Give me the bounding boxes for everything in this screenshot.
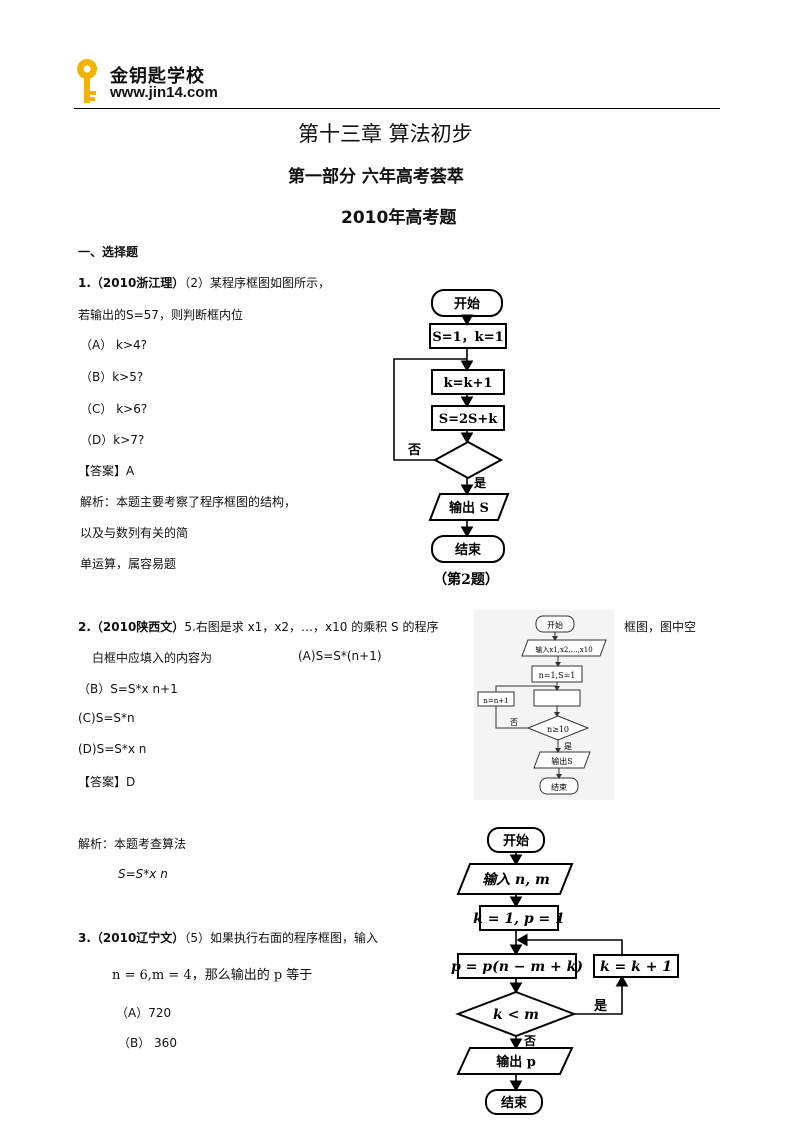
q1-stem: 1.（2010浙江理）（2）某程序框图如图所示， xyxy=(78,274,330,291)
q1-analysis-2: 以及与数列有关的简 xyxy=(80,526,189,540)
q2-option-a: (A)S=S*(n+1) xyxy=(298,649,382,663)
fig2-empty-box xyxy=(533,689,581,707)
q2-option-c: (C)S=S*n xyxy=(78,711,135,725)
q1-stem-a: （2）某程序框图如图所示， xyxy=(184,276,330,290)
fig1-start: 开始 xyxy=(454,296,480,312)
fig3-output: 输出 p xyxy=(496,1054,536,1070)
fig3-calc: p = p(n − m + k) xyxy=(451,959,583,975)
chapter-title: 第十三章 算法初步 xyxy=(298,122,473,146)
fig1-step2-box xyxy=(431,405,505,431)
q3-option-b: （B） 360 xyxy=(118,1036,177,1050)
fig2-yes: 是 xyxy=(564,742,572,751)
q1-stem-b: 若输出的S=57，则判断框内位 xyxy=(78,308,243,322)
fig3-start: 开始 xyxy=(503,833,529,849)
part-title: 第一部分 六年高考荟萃 xyxy=(288,167,464,187)
fig3-output-box xyxy=(456,1047,574,1075)
q2-stem-b: 白框中应填入的内容为 xyxy=(92,651,213,665)
fig3-cond: k < m xyxy=(493,1007,539,1023)
q3-stem: 3.（2010辽宁文）（5）如果执行右面的程序框图，输入 xyxy=(78,929,378,946)
year-title: 2010年高考题 xyxy=(341,208,457,228)
fig3-inc: k = k + 1 xyxy=(600,959,672,975)
q1-answer: 【答案】A xyxy=(78,464,135,478)
q2-analysis: 解析：本题考查算法 xyxy=(78,837,187,851)
fig1-step1: k=k+1 xyxy=(444,376,493,391)
header-divider xyxy=(74,108,720,109)
fig2-cond: n≥10 xyxy=(547,725,569,734)
q2-option-b: （B）S=S*x n+1 xyxy=(78,682,178,696)
flowchart-q2: 开始 输入x1,x2,…,x10 n=1,S=1 n=n+1 否 n≥10 是 … xyxy=(474,610,614,800)
fig1-output: 输出 S xyxy=(449,500,489,516)
fig2-start: 开始 xyxy=(547,620,563,630)
q2-stem: 2.（2010陕西文）5.右图是求 x1，x2，…，x10 的乘积 S 的程序 xyxy=(78,618,438,635)
fig1-init: S=1，k=1 xyxy=(432,330,503,345)
q1-option-b: （B）k>5? xyxy=(80,370,144,384)
fig2-input: 输入x1,x2,…,x10 xyxy=(535,645,592,654)
fig2-init: n=1,S=1 xyxy=(539,671,576,680)
q1-option-c: （C） k>6? xyxy=(80,402,148,416)
fig1-output-box xyxy=(428,493,510,521)
fig3-end: 结束 xyxy=(501,1095,528,1111)
fig3-inc-box xyxy=(593,954,679,978)
fig3-input: 输入 n, m xyxy=(482,871,550,888)
logo-text: 金钥匙学校 xyxy=(110,66,205,87)
q2-stem-a: 5.右图是求 x1，x2，…，x10 的乘积 S 的程序 xyxy=(184,620,439,634)
flowchart-q3: 开始 输入 n, m k = 1, p = 1 p = p(n − m + k)… xyxy=(451,827,679,1115)
fig1-no: 否 xyxy=(407,443,421,458)
q1-analysis-3: 单运算，属容易题 xyxy=(80,557,177,571)
logo: 金钥匙学校 www.jin14.com xyxy=(74,56,224,106)
q1-analysis-1: 解析：本题主要考察了程序框图的结构， xyxy=(80,495,297,509)
fig2-output: 输出S xyxy=(551,756,572,766)
q2-stem-right: 框图，图中空 xyxy=(624,620,697,634)
q1-option-d: （D）k>7? xyxy=(80,433,145,447)
q1-label: 1.（2010浙江理） xyxy=(78,276,185,290)
fig2-end: 结束 xyxy=(551,782,567,792)
q2-answer: 【答案】D xyxy=(78,775,136,789)
q2-analysis-formula: S=S*x n xyxy=(118,867,168,881)
fig1-caption: （第2题） xyxy=(433,571,499,588)
fig2-assign: n=n+1 xyxy=(483,697,508,705)
q2-label: 2.（2010陕西文） xyxy=(78,620,185,634)
fig1-step2: S=2S+k xyxy=(439,412,499,427)
fig3-calc-box xyxy=(457,953,577,979)
section-heading: 一、选择题 xyxy=(78,245,139,259)
q3-stem-a: （5）如果执行右面的程序框图，输入 xyxy=(184,931,378,945)
fig3-input-box xyxy=(456,863,574,895)
logo-url: www.jin14.com xyxy=(110,84,218,101)
fig1-end: 结束 xyxy=(455,542,482,558)
fig3-yes: 是 xyxy=(593,999,608,1014)
fig1-yes: 是 xyxy=(473,476,487,490)
q3-label: 3.（2010辽宁文） xyxy=(78,931,185,945)
q1-option-a: （A） k>4? xyxy=(80,338,148,352)
flowchart-q1: 开始 S=1，k=1 k=k+1 S=2S+k 否 是 输出 S 结束 （第2题… xyxy=(393,289,510,588)
fig1-decision-diamond xyxy=(432,440,504,480)
fig3-init: k = 1, p = 1 xyxy=(473,911,565,927)
fig2-no: 否 xyxy=(510,718,518,727)
key-icon xyxy=(77,59,97,103)
q3-option-a: （A）720 xyxy=(116,1006,172,1020)
fig3-no: 否 xyxy=(523,1034,536,1048)
fig3-init-box xyxy=(479,905,559,931)
fig1-step1-box xyxy=(431,369,505,395)
q3-stem-b: n = 6,m = 4，那么输出的 p 等于 xyxy=(112,968,313,983)
q2-option-d: (D)S=S*x n xyxy=(78,742,147,756)
fig2-output-box xyxy=(533,751,591,769)
fig2-input-box xyxy=(521,639,607,657)
